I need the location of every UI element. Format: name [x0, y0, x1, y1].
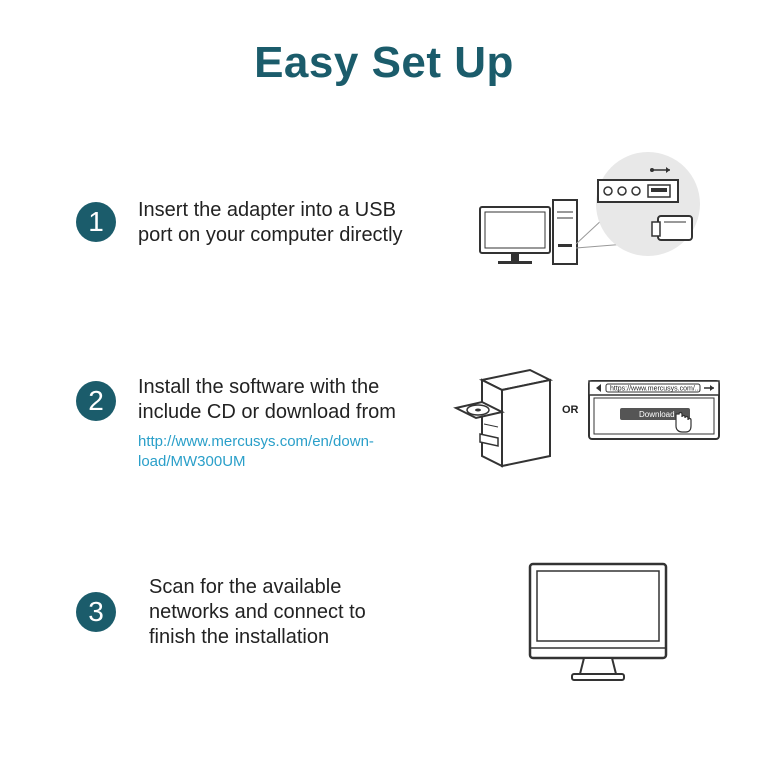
step-2-line-2: include CD or download from: [138, 401, 396, 423]
download-link[interactable]: http://www.mercusys.com/en/down- load/MW…: [138, 432, 374, 472]
cd-drive-icon: [453, 368, 554, 468]
step-1-line-1: Insert the adapter into a USB: [138, 199, 396, 221]
browser-download-icon: https://www.mercusys.com/... Download: [588, 380, 720, 440]
download-link-line-1: http://www.mercusys.com/en/down-: [138, 433, 374, 450]
step-3-line-1: Scan for the available: [149, 576, 342, 598]
download-button-label: Download: [639, 410, 675, 419]
download-button[interactable]: [620, 408, 690, 420]
computer-usb-adapter-icon: [479, 152, 700, 265]
step-1-line-2: port on your computer directly: [138, 224, 403, 246]
or-label: OR: [562, 404, 579, 416]
step-2-badge: 2: [76, 381, 116, 421]
step-3-line-2: networks and connect to: [149, 601, 366, 623]
step-2-text: Install the software with the include CD…: [138, 375, 396, 425]
step-3-line-3: finish the installation: [149, 626, 330, 648]
step-1-badge: 1: [76, 202, 116, 242]
download-link-line-2: load/MW300UM: [138, 453, 246, 470]
step-1-text: Insert the adapter into a USB port on yo…: [138, 198, 403, 248]
browser-url: https://www.mercusys.com/...: [610, 386, 701, 393]
hand-cursor-icon: [675, 411, 692, 433]
monitor-icon: [528, 562, 668, 681]
page-title: Easy Set Up: [254, 38, 514, 87]
step-3-badge: 3: [76, 592, 116, 632]
step-2-line-1: Install the software with the: [138, 376, 380, 398]
step-3-text: Scan for the available networks and conn…: [149, 575, 366, 650]
